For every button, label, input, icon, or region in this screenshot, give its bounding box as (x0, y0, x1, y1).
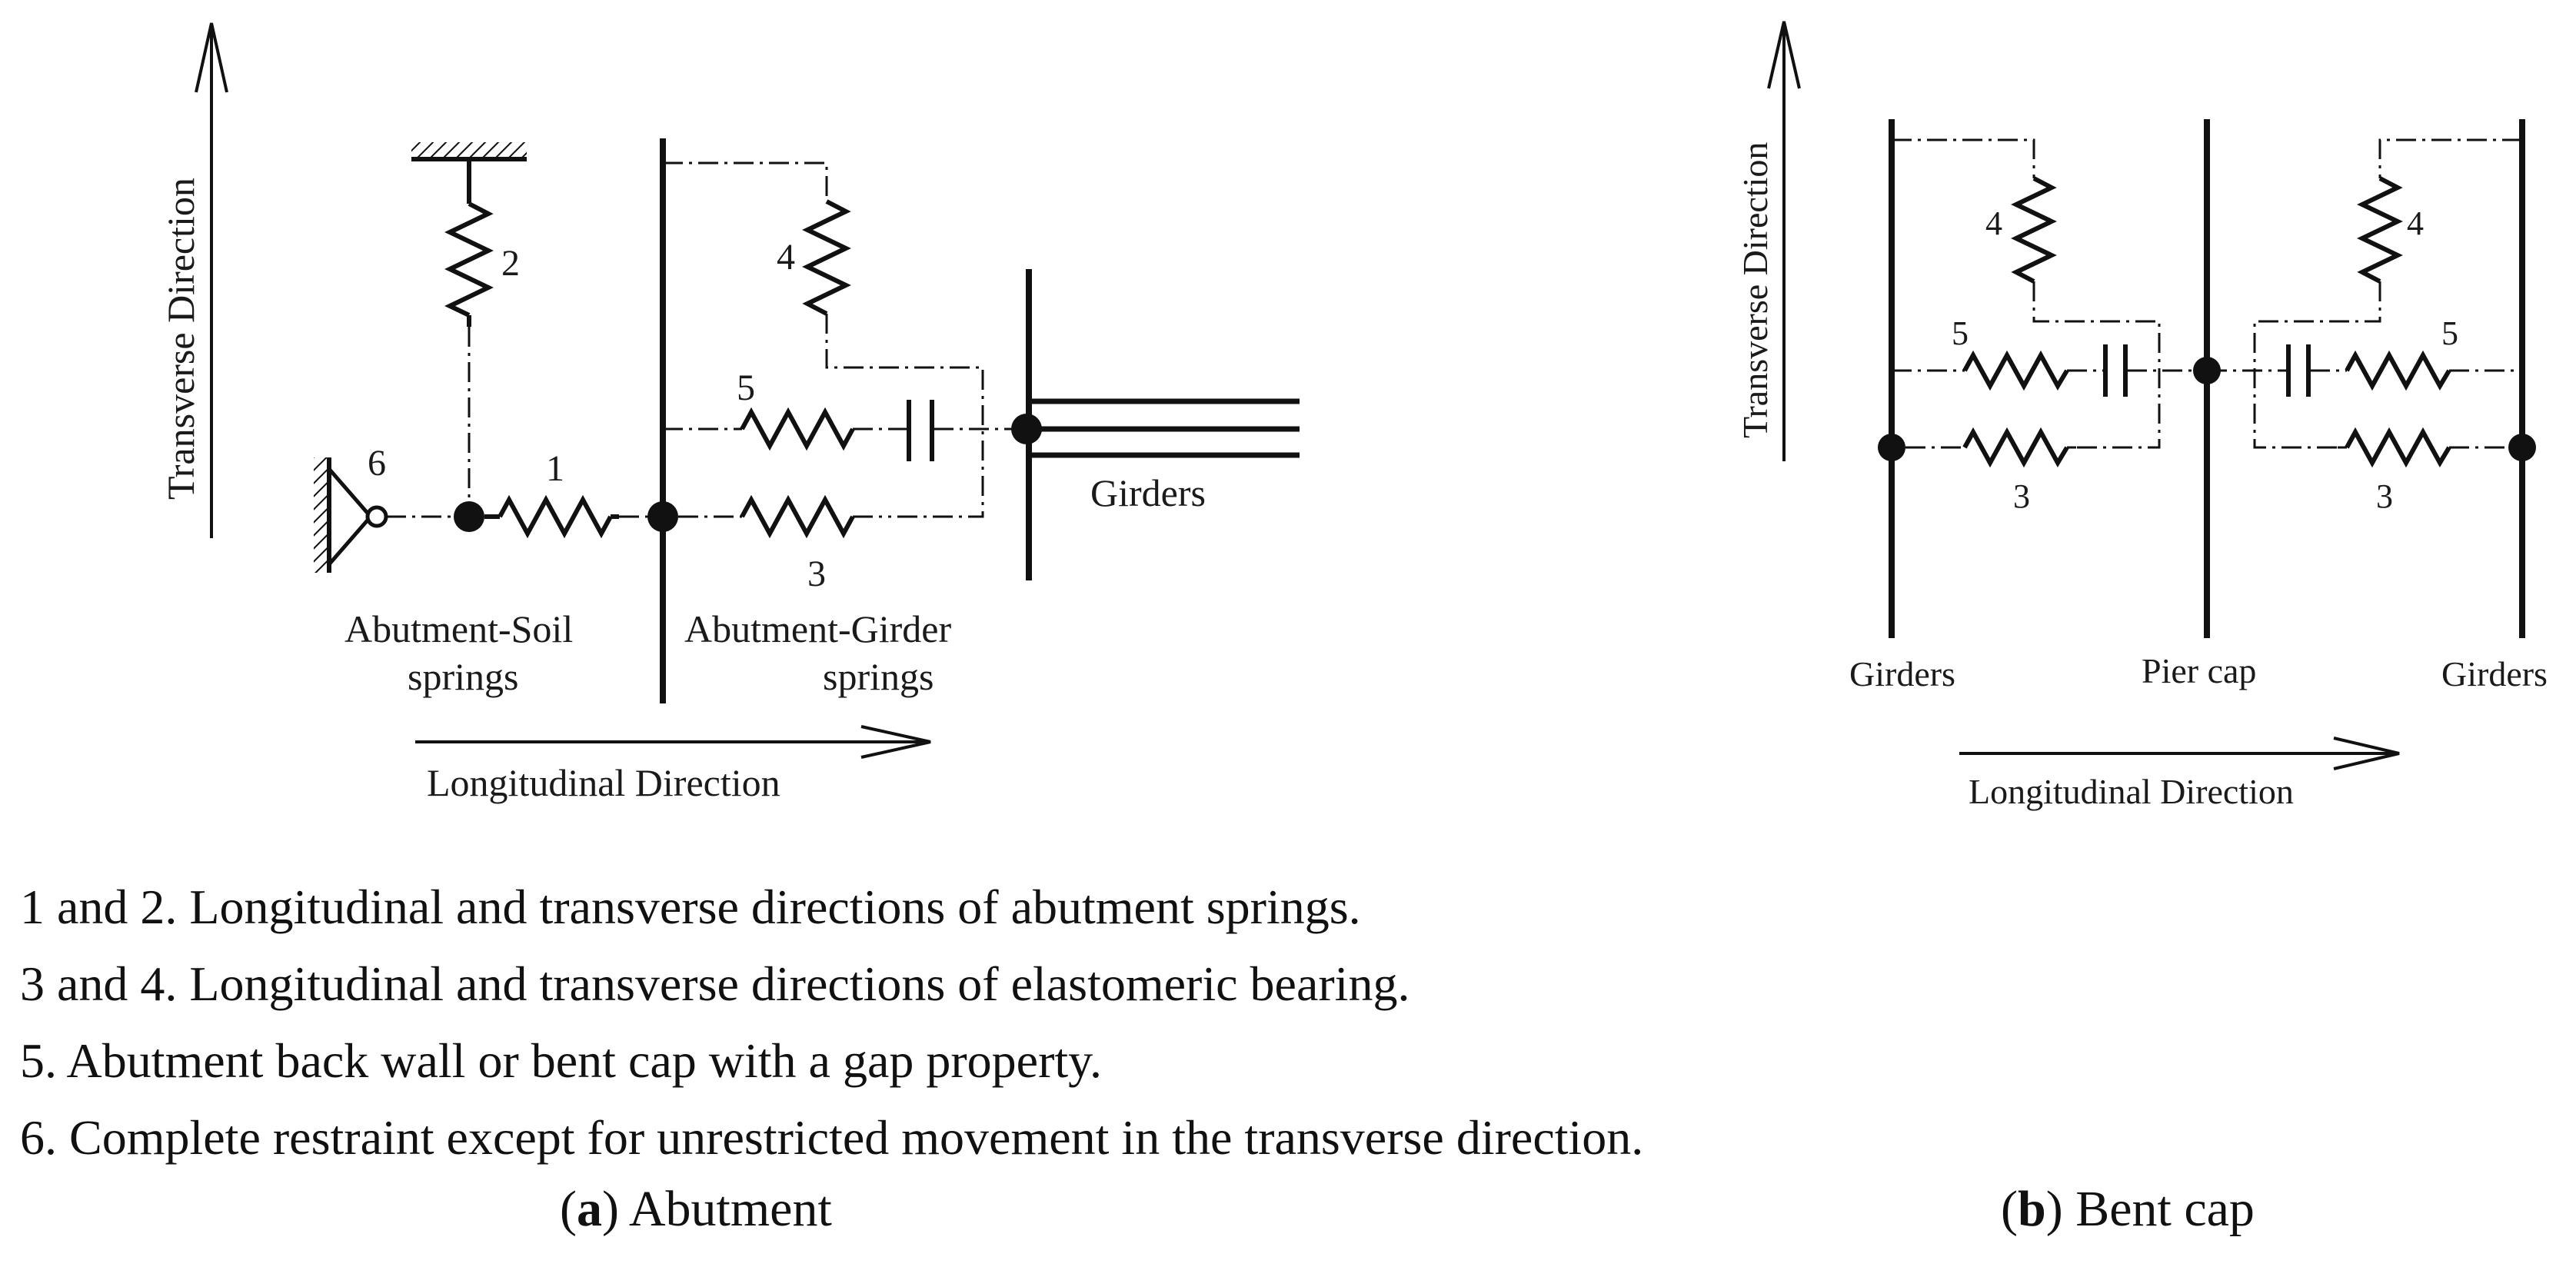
panel-b-diagram (1767, 21, 2536, 770)
caption-b-text: Bent cap (2075, 1181, 2255, 1237)
spring-label-2: 2 (501, 243, 520, 284)
spring-label-5-right: 5 (2441, 314, 2458, 352)
caption-a-text: Abutment (628, 1181, 832, 1237)
restraint-6 (314, 457, 388, 573)
caption-b-letter: b (2017, 1181, 2046, 1237)
transverse-direction-label-b: Transverse Direction (1736, 142, 1775, 438)
spring-4-right (2357, 176, 2403, 284)
transverse-arrow-a (195, 22, 228, 538)
caption-a: (a) Abutment (560, 1181, 832, 1237)
spring-label-5: 5 (737, 367, 755, 408)
girders-right-label: Girders (2441, 654, 2548, 693)
longitudinal-direction-label-a: Longitudinal Direction (427, 761, 780, 804)
caption-b: (b) Bent cap (2001, 1181, 2255, 1237)
ground-support-a (411, 142, 527, 161)
gap-element-right (2286, 344, 2311, 397)
legend-item-6: 6. Complete restraint except for unrestr… (20, 1110, 1644, 1165)
spring-5-right (2345, 350, 2451, 391)
spring-4-left-link-top (1892, 138, 2035, 178)
spring-4 (802, 199, 851, 316)
spring-4-left (2011, 176, 2057, 284)
spring-label-5-left: 5 (1952, 314, 1969, 352)
spring-4-left-link-bottom (2032, 281, 2161, 449)
node-abutment-soil (454, 501, 484, 532)
longitudinal-arrow-a (415, 725, 931, 759)
legend-item-5: 5. Abutment back wall or bent cap with a… (20, 1033, 1102, 1088)
legend: 1 and 2. Longitudinal and transverse dir… (20, 869, 1643, 1176)
girders-left-label: Girders (1849, 654, 1955, 693)
girders-label-a: Girders (1090, 471, 1206, 514)
spring-label-3: 3 (807, 554, 826, 594)
spring-label-4-right: 4 (2407, 205, 2424, 242)
spring-1 (484, 494, 619, 539)
spring-4-right-link-bottom (2253, 281, 2381, 449)
spring-4-link-top (663, 161, 828, 201)
transverse-direction-label-a: Transverse Direction (159, 178, 202, 500)
girders-a (1029, 398, 1300, 458)
pier-cap-label: Pier cap (2142, 651, 2256, 690)
node-girders-right (2508, 434, 2536, 461)
node-girders-left (1878, 434, 1905, 461)
legend-item-3-4: 3 and 4. Longitudinal and transverse dir… (20, 956, 1410, 1011)
abutment-girder-label-1: Abutment-Girder (684, 607, 951, 650)
node-girder (1011, 414, 1042, 444)
spring-label-4: 4 (777, 237, 795, 278)
spring-label-4-left: 4 (1985, 205, 2002, 242)
spring-5-left (1962, 350, 2069, 391)
spring-5 (740, 407, 855, 451)
spring-label-6: 6 (368, 443, 386, 484)
caption-a-letter: a (576, 1181, 602, 1237)
spring-label-3-right: 3 (2376, 477, 2393, 515)
transverse-arrow-b (1767, 21, 1801, 461)
spring-3-right (2345, 427, 2451, 468)
spring-label-1: 1 (546, 448, 564, 489)
spring-4-right-link-top (2378, 138, 2522, 178)
gap-element-left (2103, 344, 2128, 397)
gap-element-a (907, 400, 934, 461)
abutment-soil-label-1: Abutment-Soil (344, 607, 573, 650)
node-abutment (647, 501, 678, 532)
longitudinal-arrow-b (1959, 737, 2400, 770)
spring-3 (740, 494, 855, 539)
spring-2 (444, 159, 494, 327)
longitudinal-direction-label-b: Longitudinal Direction (1969, 772, 2294, 811)
legend-item-1-2: 1 and 2. Longitudinal and transverse dir… (20, 880, 1361, 934)
panel-a-diagram (195, 22, 1300, 759)
spring-4-link-bottom (825, 314, 984, 518)
spring-3-left (1962, 427, 2069, 468)
abutment-soil-label-2: springs (408, 655, 518, 698)
spring-label-3-left: 3 (2013, 477, 2030, 515)
abutment-girder-label-2: springs (823, 655, 934, 698)
